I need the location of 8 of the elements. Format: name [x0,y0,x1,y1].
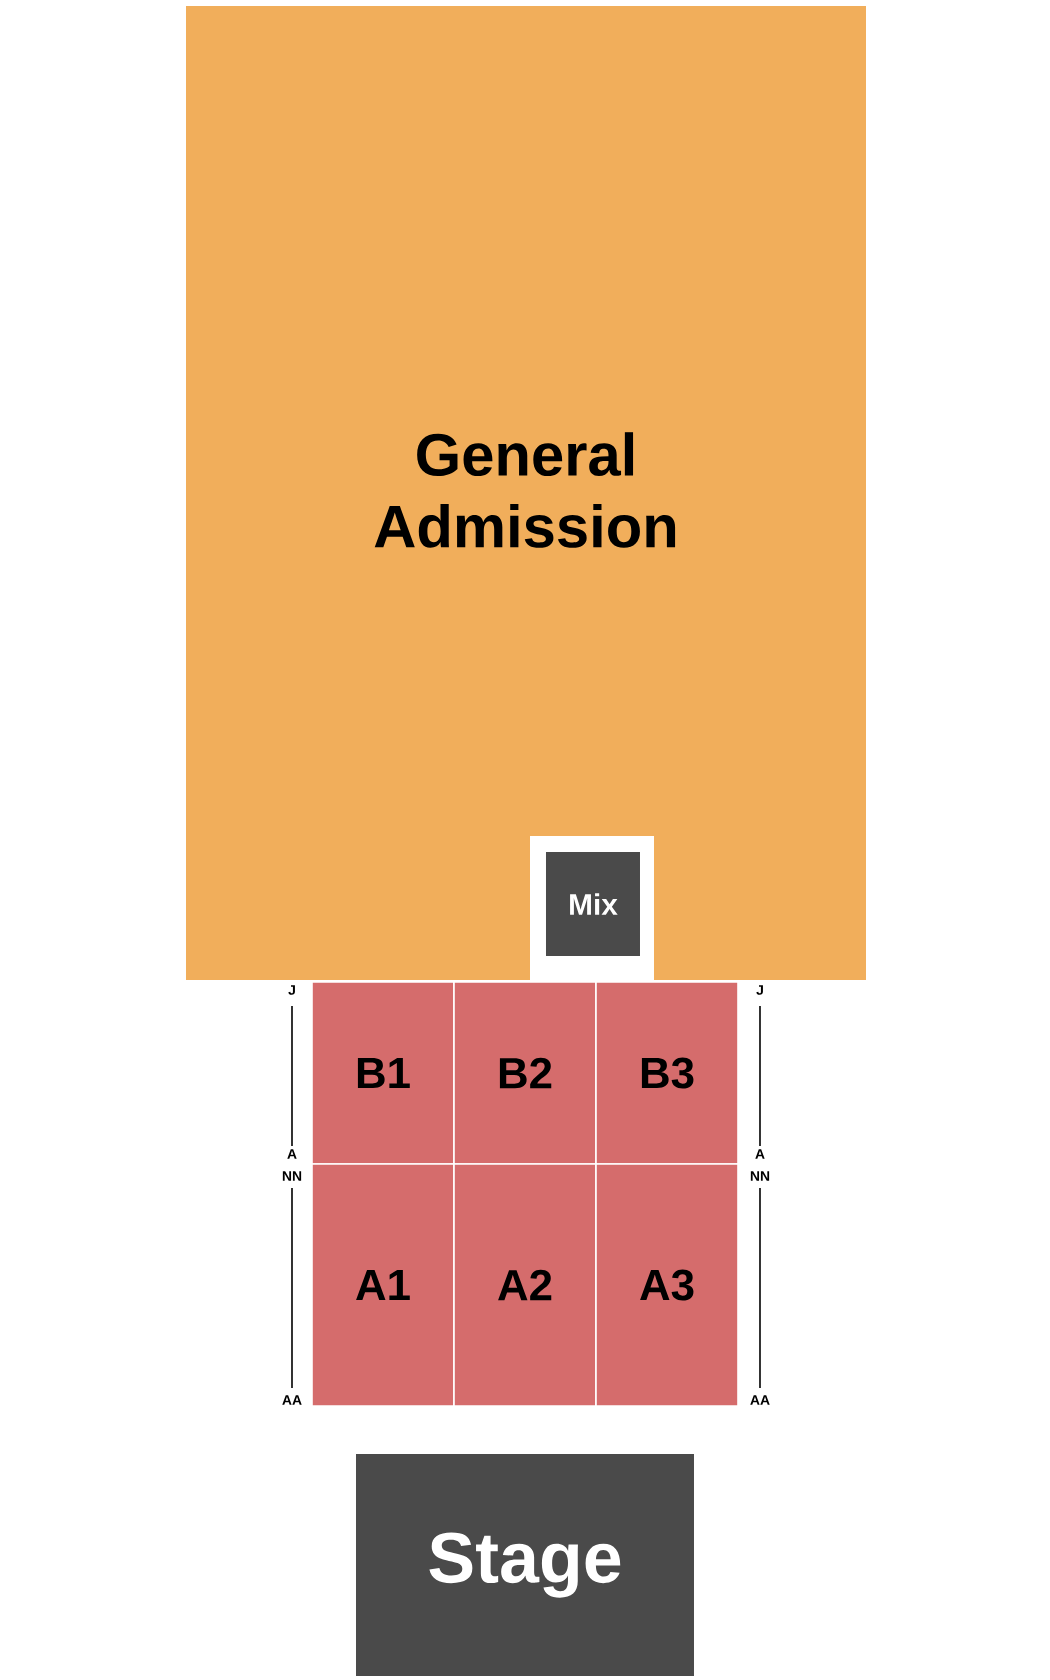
seating-section: A3 [595,1163,739,1407]
stage: Stage [356,1454,694,1676]
seating-section: A1 [311,1163,455,1407]
seating-section: A2 [453,1163,597,1407]
seating-section: B2 [453,981,597,1165]
mix-position: Mix [546,852,640,956]
seating-section: B1 [311,981,455,1165]
seating-section: B3 [595,981,739,1165]
